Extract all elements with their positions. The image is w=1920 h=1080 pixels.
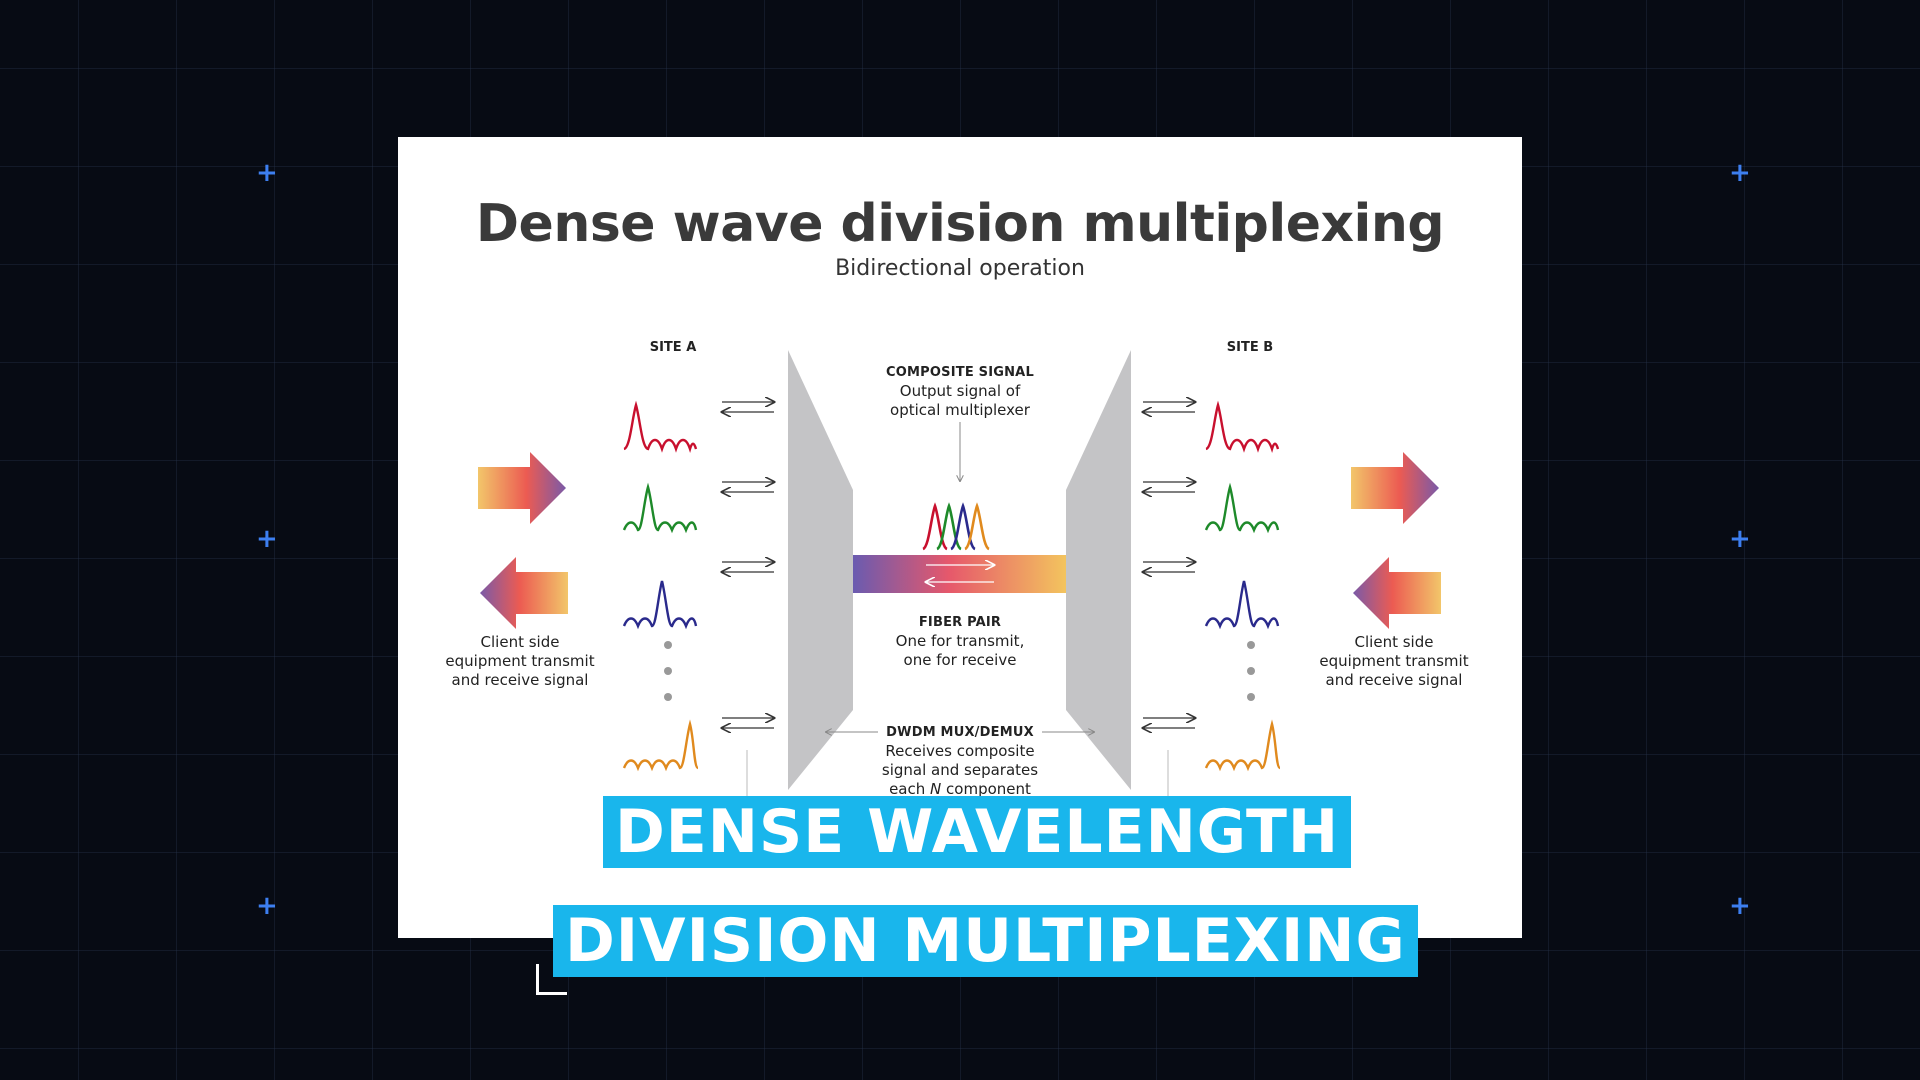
- mux-demux-line1: Receives composite: [885, 742, 1035, 760]
- client-arrow-left-icon: [480, 557, 568, 629]
- mux-demux-heading: DWDM MUX/DEMUX: [886, 725, 1034, 740]
- fiber-pair-line1: One for transmit,: [895, 632, 1025, 650]
- client-side-label-a: Client side equipment transmit and recei…: [430, 633, 610, 690]
- fiber-pair-label: FIBER PAIR One for transmit, one for rec…: [860, 613, 1060, 670]
- composite-signal-peaks: [922, 502, 990, 551]
- plus-icon: +: [256, 158, 278, 188]
- caption-line2: DIVISION MULTIPLEXING: [553, 905, 1418, 977]
- site-a-ellipsis: [664, 641, 672, 701]
- composite-signal-line2: optical multiplexer: [890, 401, 1030, 419]
- client-side-label-b: Client side equipment transmit and recei…: [1304, 633, 1484, 690]
- client-line2: equipment transmit: [1319, 652, 1469, 670]
- mux-demux-label: DWDM MUX/DEMUX Receives composite signal…: [850, 723, 1070, 799]
- client-arrow-left-icon: [1353, 557, 1441, 629]
- mux-demux-line3: each N component: [850, 780, 1070, 799]
- client-arrow-right-icon: [478, 452, 566, 524]
- slide-title: Dense wave division multiplexing: [475, 194, 1445, 254]
- plus-icon: +: [1729, 891, 1751, 921]
- client-line3: and receive signal: [451, 671, 589, 689]
- plus-icon: +: [256, 891, 278, 921]
- plus-icon: +: [256, 524, 278, 554]
- mux-left: [788, 350, 853, 790]
- fiber-pair-line2: one for receive: [903, 651, 1017, 669]
- composite-signal-line1: Output signal of: [899, 382, 1021, 400]
- corner-bracket-icon: [536, 964, 567, 995]
- plus-icon: +: [1729, 524, 1751, 554]
- slide-subtitle: Bidirectional operation: [835, 256, 1085, 281]
- composite-signal-heading: COMPOSITE SIGNAL: [886, 365, 1034, 380]
- site-b-label: SITE B: [1226, 340, 1274, 355]
- site-a-waves: [622, 400, 700, 772]
- demux-right: [1066, 350, 1131, 790]
- client-line3: and receive signal: [1325, 671, 1463, 689]
- client-line1: Client side: [1354, 633, 1434, 651]
- client-arrow-right-icon: [1351, 452, 1439, 524]
- dwdm-diagram: [478, 350, 1441, 797]
- client-line1: Client side: [480, 633, 560, 651]
- site-b-ellipsis: [1247, 641, 1255, 701]
- plus-icon: +: [1729, 158, 1751, 188]
- client-line2: equipment transmit: [445, 652, 595, 670]
- mux-demux-line2: signal and separates: [881, 761, 1039, 779]
- caption-line1: DENSE WAVELENGTH: [603, 796, 1352, 868]
- site-b-waves: [1204, 400, 1282, 772]
- composite-signal-label: COMPOSITE SIGNAL Output signal of optica…: [860, 363, 1060, 420]
- mux-demux-line3-italic: N: [930, 780, 942, 798]
- mux-demux-line3-suffix: component: [941, 780, 1031, 798]
- site-a-label: SITE A: [649, 340, 697, 355]
- fiber-pair: [853, 555, 1066, 593]
- fiber-pair-heading: FIBER PAIR: [918, 615, 1002, 630]
- mux-demux-line3-prefix: each: [889, 780, 931, 798]
